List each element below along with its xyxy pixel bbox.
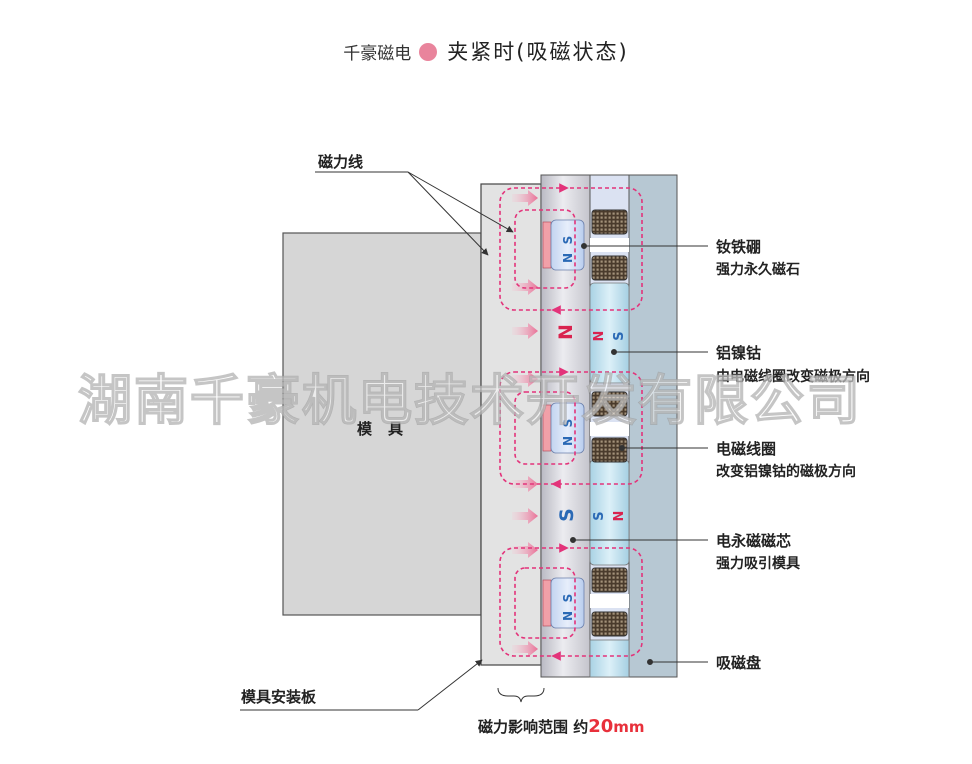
flux-lines-label: 磁力线 bbox=[318, 153, 364, 171]
alnico-pole-s: S bbox=[592, 511, 607, 520]
ndfeb-desc: 强力永久磁石 bbox=[716, 262, 800, 278]
range-text: 磁力影响范围 约 bbox=[478, 718, 589, 736]
coil-label: 电磁线圈 bbox=[716, 440, 777, 458]
brand-label: 千豪磁电 bbox=[343, 44, 412, 64]
coil-desc: 改变铝镍钴的磁极方向 bbox=[716, 464, 856, 480]
core-desc: 强力吸引模具 bbox=[716, 556, 800, 572]
coil-winding bbox=[591, 611, 628, 637]
mold-plate-label: 模具安装板 bbox=[241, 688, 317, 706]
alnico-pole-n: N bbox=[592, 331, 607, 342]
ndfeb-pole-s: S bbox=[561, 236, 575, 245]
range-label: 磁力影响范围 约20mm bbox=[478, 716, 645, 737]
coil-group bbox=[590, 209, 629, 637]
coil-winding bbox=[591, 255, 628, 281]
range-unit: mm bbox=[613, 718, 645, 736]
chuck-label: 吸磁盘 bbox=[716, 654, 762, 672]
ndfeb-pole-n: N bbox=[561, 436, 575, 446]
alnico-pole-n: N bbox=[612, 511, 627, 522]
ndfeb-label: 钕铁硼 bbox=[716, 238, 762, 256]
ndfeb-pole-s: S bbox=[561, 419, 575, 428]
mold-label: 模具 bbox=[357, 420, 420, 438]
ndfeb-pole-n: N bbox=[561, 611, 575, 621]
ndfeb-pole-n: N bbox=[561, 253, 575, 263]
diagram-header: 千豪磁电 夹紧时(吸磁状态) bbox=[0, 36, 972, 66]
alnico-pole-s: S bbox=[612, 331, 627, 340]
coil-winding bbox=[591, 209, 628, 235]
watermark-text: 湖南千豪机电技术开发有限公司 bbox=[77, 368, 862, 432]
mold-block bbox=[282, 232, 482, 616]
coil-winding bbox=[591, 391, 628, 417]
alnico-block-top bbox=[589, 282, 630, 384]
alnico-label: 铝镍钴 bbox=[716, 344, 762, 362]
coil-winding bbox=[591, 567, 628, 593]
core-pole-s: S bbox=[556, 508, 578, 522]
leader-lines bbox=[240, 171, 708, 711]
alnico-block-edge bbox=[589, 639, 630, 678]
ndfeb-pole-s: S bbox=[561, 594, 575, 603]
flux-direction-arrows bbox=[551, 183, 569, 661]
core-label: 电永磁磁芯 bbox=[716, 532, 792, 550]
alnico-desc: 由电磁线圈改变磁极方向 bbox=[716, 369, 870, 385]
bullet-dot-icon bbox=[419, 43, 438, 61]
mold-mounting-plate bbox=[480, 183, 542, 666]
flux-lines bbox=[499, 187, 643, 657]
range-brace bbox=[497, 687, 545, 703]
core-pole-n: N bbox=[555, 324, 577, 340]
state-title: 夹紧时(吸磁状态) bbox=[447, 40, 629, 64]
coil-winding bbox=[591, 437, 628, 463]
range-value: 20 bbox=[588, 716, 614, 737]
